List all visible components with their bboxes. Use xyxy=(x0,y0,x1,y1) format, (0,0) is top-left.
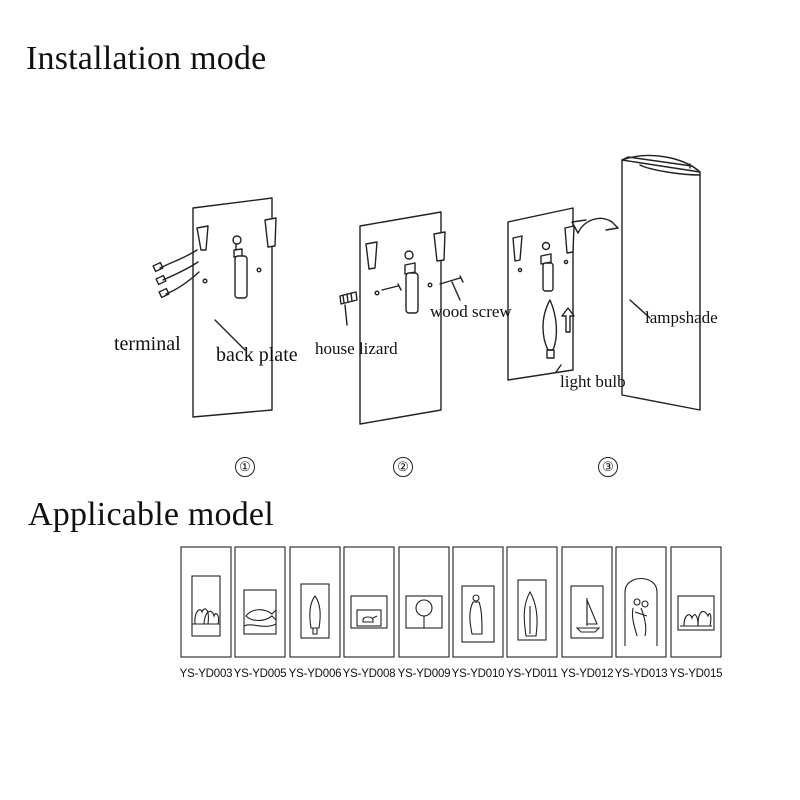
round-tree-icon xyxy=(398,546,450,658)
terminal-label: terminal xyxy=(114,333,181,355)
house-lizard-label: house lizard xyxy=(315,339,398,358)
step-3-number: ③ xyxy=(598,457,618,477)
model-code-label: YS-YD003 xyxy=(179,668,233,680)
back-plate-label: back plate xyxy=(216,344,298,366)
model-code-label: YS-YD015 xyxy=(669,668,723,680)
model-code-label: YS-YD010 xyxy=(451,668,505,680)
model-code-label: YS-YD009 xyxy=(397,668,451,680)
applicable-model-heading: Applicable model xyxy=(28,496,274,533)
back-plate-2 xyxy=(359,211,446,425)
cypress-icon xyxy=(506,546,558,658)
two-figures-trees-icon xyxy=(180,546,232,658)
trees-icon xyxy=(670,546,722,658)
step-1-number: ① xyxy=(235,457,255,477)
model-thumbnail xyxy=(343,546,395,658)
rotate-arrow xyxy=(571,217,619,234)
model-code-label: YS-YD013 xyxy=(614,668,668,680)
light-bulb-label: light bulb xyxy=(560,372,626,391)
tree-icon xyxy=(289,546,341,658)
model-thumbnail xyxy=(615,546,667,658)
wood-screw-label: wood screw xyxy=(430,302,512,321)
model-thumbnail xyxy=(561,546,613,658)
lampshade-shape xyxy=(621,154,701,411)
model-code-label: YS-YD005 xyxy=(233,668,287,680)
wood-screw xyxy=(381,275,464,301)
model-code-label: YS-YD008 xyxy=(342,668,396,680)
teapot-icon xyxy=(343,546,395,658)
model-thumbnail xyxy=(452,546,504,658)
installation-diagram xyxy=(152,154,701,425)
model-thumbnail xyxy=(670,546,722,658)
model-thumbnail xyxy=(234,546,286,658)
couple-arch-icon xyxy=(615,546,667,658)
house-lizard-anchor xyxy=(339,291,358,326)
model-thumbnail xyxy=(506,546,558,658)
model-thumbnail xyxy=(289,546,341,658)
terminal-wires xyxy=(152,249,246,351)
model-code-label: YS-YD006 xyxy=(288,668,342,680)
fish-icon xyxy=(234,546,286,658)
figure-icon xyxy=(452,546,504,658)
step-2-number: ② xyxy=(393,457,413,477)
model-thumbnail xyxy=(180,546,232,658)
model-code-label: YS-YD011 xyxy=(506,668,558,680)
lampshade-label: lampshade xyxy=(645,308,718,327)
installation-heading: Installation mode xyxy=(26,40,267,77)
model-code-label: YS-YD012 xyxy=(560,668,614,680)
sailboat-icon xyxy=(561,546,613,658)
back-plate-1 xyxy=(192,197,277,418)
model-thumbnail xyxy=(398,546,450,658)
light-bulb-shape xyxy=(542,299,575,373)
back-plate-3 xyxy=(507,207,575,381)
